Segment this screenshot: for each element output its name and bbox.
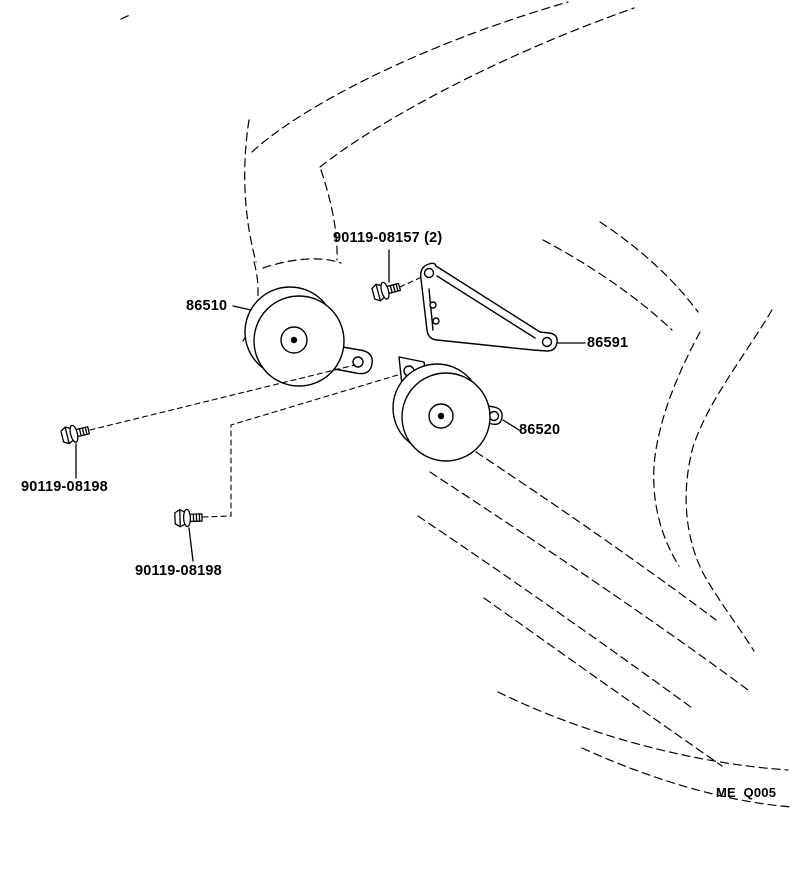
part-label-86510: 86510 xyxy=(186,298,228,314)
vehicle-body-outline xyxy=(120,1,793,808)
horn-86510-drawing xyxy=(244,286,373,387)
horn-86520-drawing xyxy=(392,356,503,462)
bolt-90119-08198-b-drawing xyxy=(174,508,203,528)
assembly-dashed-lines xyxy=(89,275,425,518)
part-label-90119-08198-b: 90119-08198 xyxy=(135,563,222,579)
bolt-90119-08157-drawing xyxy=(370,277,403,303)
part-label-86520: 86520 xyxy=(519,422,561,438)
part-label-90119-08157: 90119-08157 (2) xyxy=(333,230,443,246)
bolt-90119-08198-a-drawing xyxy=(59,421,92,446)
label-leader-lines xyxy=(75,249,586,562)
part-label-90119-08198-a: 90119-08198 xyxy=(21,479,108,495)
bracket-86591-drawing xyxy=(419,262,558,352)
part-label-86591: 86591 xyxy=(587,335,629,351)
diagram-code: ME Q005 xyxy=(716,785,777,800)
